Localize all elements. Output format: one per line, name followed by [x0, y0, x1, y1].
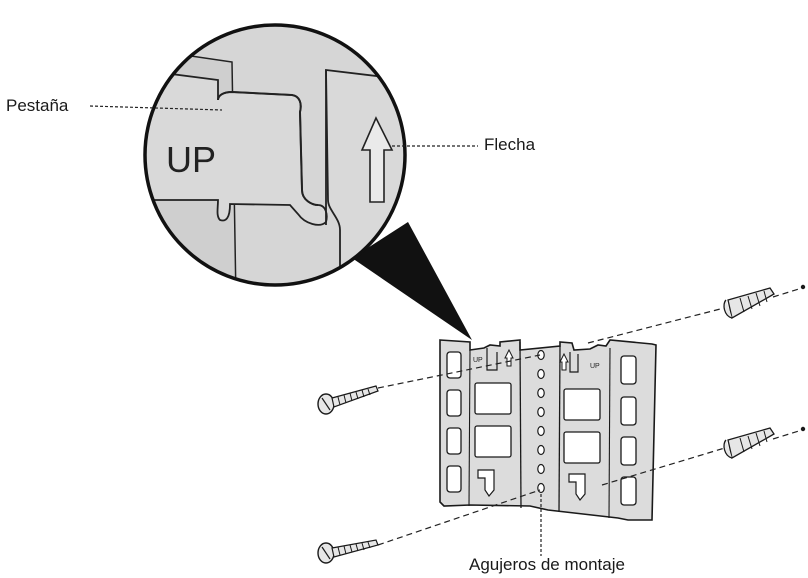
wall-anchor-upper [723, 284, 806, 320]
magnifier-pointer [352, 222, 472, 340]
bracket-up-marking-right: UP [590, 363, 600, 370]
callout-mounting-holes: Agujeros de montaje [469, 555, 625, 574]
callout-tab: Pestaña [6, 96, 69, 115]
callout-arrow: Flecha [484, 135, 536, 154]
magnified-up-marking: UP [166, 139, 216, 180]
up-arrow-icon [360, 116, 394, 203]
bracket-up-marking-left: UP [473, 357, 483, 364]
mounting-holes [537, 349, 545, 494]
screw-upper-left [317, 385, 379, 415]
mounting-bracket [439, 339, 657, 521]
tab-detail [217, 90, 319, 206]
screw-lower-left [317, 539, 379, 564]
wall-anchor-lower [723, 426, 806, 460]
